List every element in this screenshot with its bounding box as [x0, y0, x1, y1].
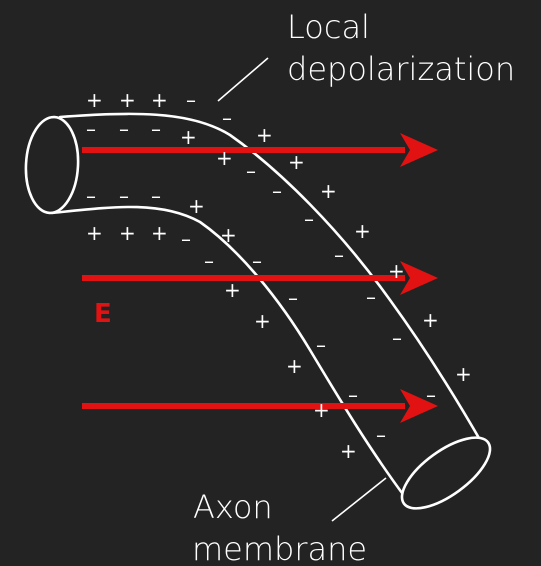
minus-charge: – — [86, 117, 96, 141]
field-arrow-bottom — [82, 389, 438, 423]
minus-charge: – — [252, 249, 262, 273]
electric-field-arrows — [82, 133, 438, 423]
axon-right-cross-section — [400, 436, 492, 510]
axon-membrane-lower-edge — [50, 205, 407, 499]
plus-charge: + — [151, 221, 168, 245]
arrowhead-icon — [400, 389, 438, 423]
label-depolarization: depolarization — [287, 50, 515, 88]
callout-leader-line — [217, 57, 269, 102]
minus-charge: – — [288, 286, 298, 310]
axon-membrane-upper-edge — [58, 112, 485, 447]
plus-charge: + — [180, 125, 197, 149]
arrowhead-icon — [400, 261, 438, 295]
minus-charge: – — [246, 159, 256, 183]
minus-charge: – — [426, 383, 436, 407]
plus-charge: + — [220, 223, 237, 247]
plus-charge: + — [455, 362, 472, 386]
plus-charge: + — [354, 219, 371, 243]
plus-charge: + — [216, 146, 233, 170]
plus-charge: + — [422, 308, 439, 332]
plus-charge: + — [86, 88, 103, 112]
minus-charge: – — [119, 184, 129, 208]
plus-charge: + — [313, 398, 330, 422]
axon-membrane — [24, 112, 492, 510]
plus-charge: + — [188, 194, 205, 218]
plus-charge: + — [340, 439, 357, 463]
axon-membrane-callout: Axon membrane — [192, 477, 387, 566]
plus-charge: + — [256, 123, 273, 147]
charges-inner-top: – – – + + – – – – – – – — [86, 117, 436, 407]
minus-charge: – — [392, 326, 402, 350]
label-local: Local — [287, 8, 370, 46]
minus-charge: – — [181, 227, 191, 251]
plus-charge: + — [86, 221, 103, 245]
minus-charge: – — [151, 184, 161, 208]
plus-charge: + — [254, 309, 271, 333]
minus-charge: – — [334, 243, 344, 267]
minus-charge: – — [204, 249, 214, 273]
plus-charge: + — [151, 88, 168, 112]
minus-charge: – — [222, 106, 232, 130]
minus-charge: – — [304, 207, 314, 231]
plus-charge: + — [119, 88, 136, 112]
arrowhead-icon — [400, 133, 438, 167]
minus-charge: – — [272, 179, 282, 203]
local-depolarization-callout: Local depolarization — [217, 8, 515, 102]
plus-charge: + — [388, 259, 405, 283]
axon-left-cross-section — [24, 115, 80, 215]
minus-charge: – — [119, 117, 129, 141]
charges-inner-bottom: – – – + – – – – – – — [86, 184, 386, 447]
minus-charge: – — [151, 117, 161, 141]
label-axon: Axon — [193, 488, 273, 526]
charges-outer-top: + + + – – + + + + + + + — [86, 88, 472, 386]
minus-charge: – — [366, 285, 376, 309]
label-membrane: membrane — [192, 530, 367, 566]
field-arrow-top — [82, 133, 438, 167]
minus-charge: – — [316, 333, 326, 357]
minus-charge: – — [86, 184, 96, 208]
callout-leader-line — [331, 477, 387, 522]
plus-charge: + — [286, 354, 303, 378]
plus-charge: + — [320, 179, 337, 203]
minus-charge: – — [376, 423, 386, 447]
plus-charge: + — [224, 278, 241, 302]
field-label-e: E — [94, 299, 112, 329]
plus-charge: + — [119, 221, 136, 245]
plus-charge: + — [288, 150, 305, 174]
minus-charge: – — [186, 88, 196, 112]
charges-outer-bottom: + + + – + + + + + + — [86, 221, 357, 463]
minus-charge: – — [348, 383, 358, 407]
field-arrow-middle — [82, 261, 438, 295]
